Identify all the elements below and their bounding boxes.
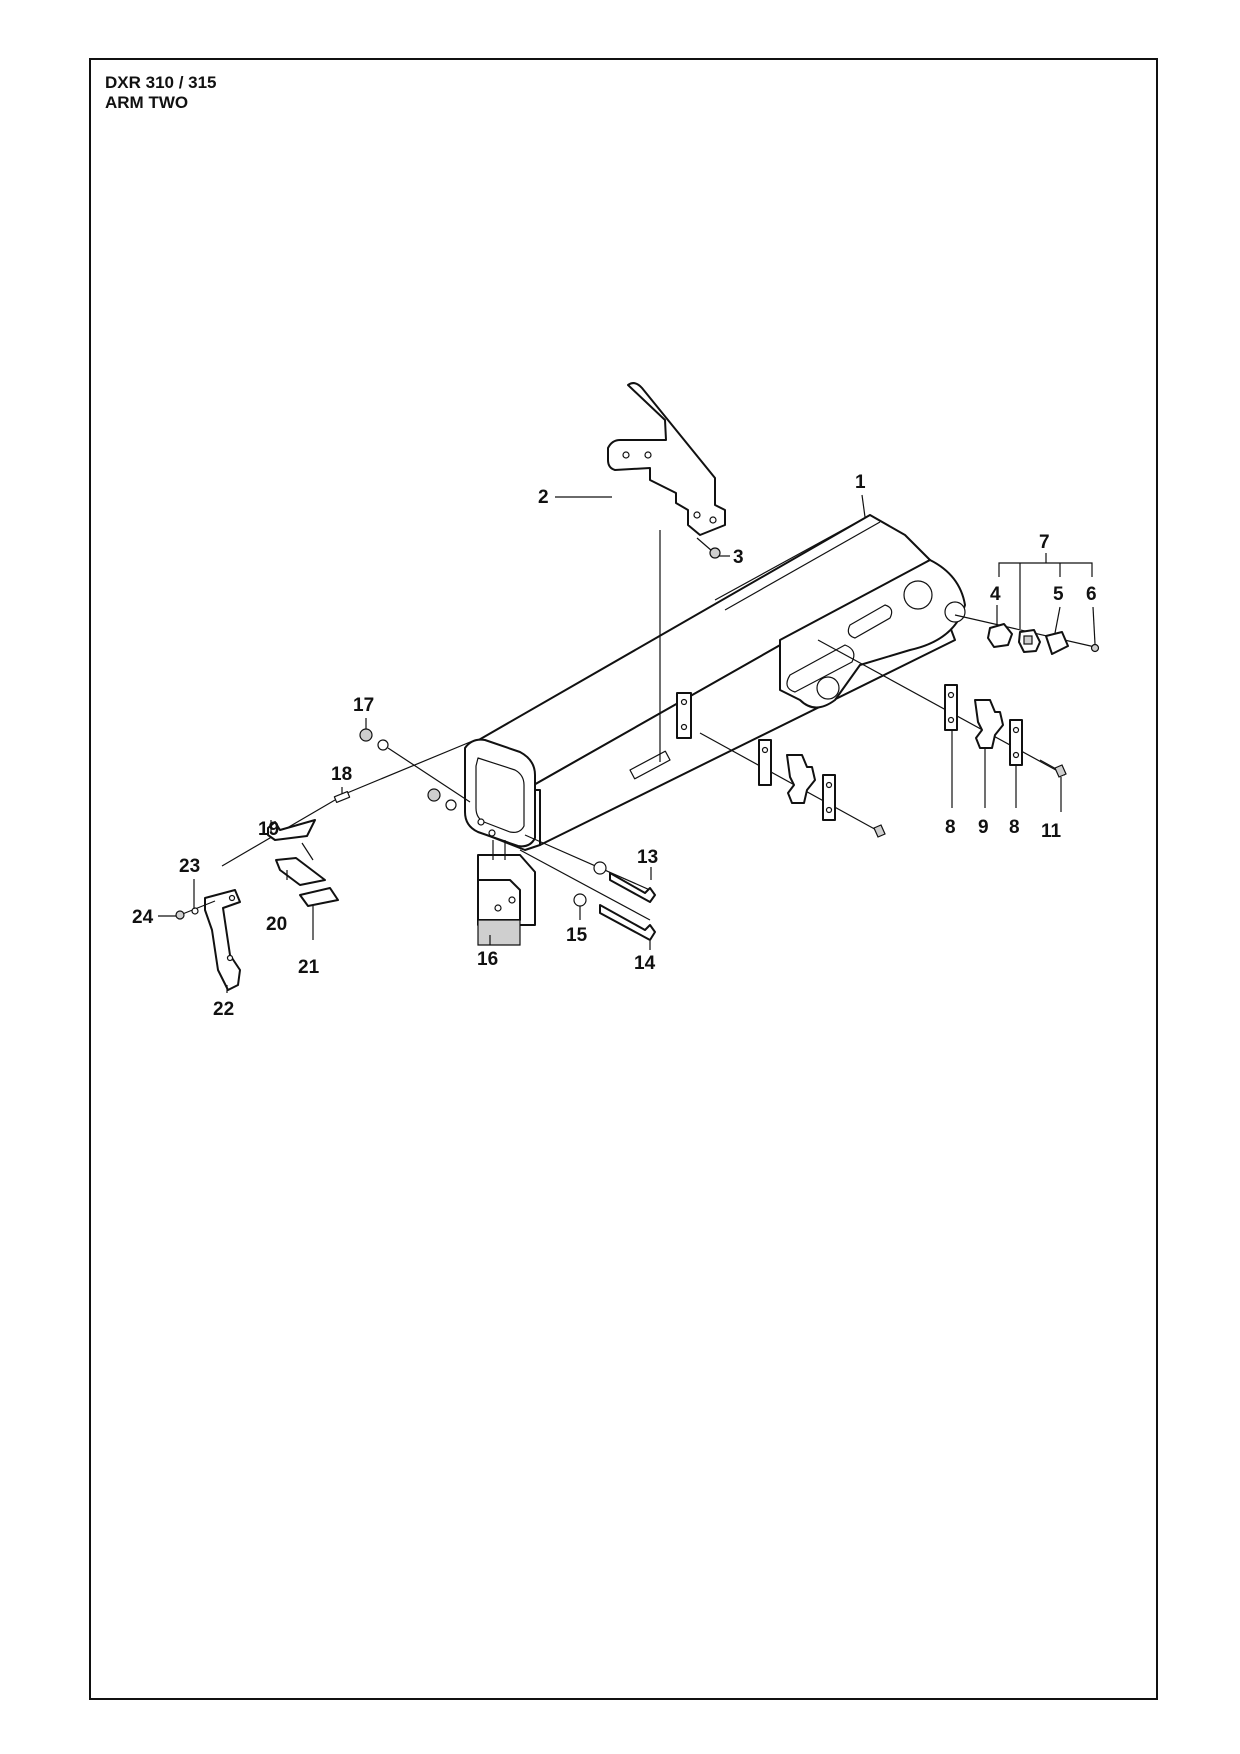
callout-3: 3 (733, 547, 744, 568)
nut-washer-part-17 (359, 728, 471, 811)
callout-22: 22 (213, 999, 234, 1020)
callout-2: 2 (538, 487, 549, 508)
clamp-assembly-middle (676, 692, 886, 838)
callout-16: 16 (477, 949, 498, 970)
guide-parts-19-21 (221, 799, 339, 907)
callout-23: 23 (179, 856, 200, 877)
callout-1: 1 (855, 472, 866, 493)
callout-6: 6 (1086, 584, 1097, 605)
section-label: ARM TWO (105, 93, 189, 112)
callout-11: 11 (1041, 821, 1062, 842)
callout-18: 18 (331, 764, 352, 785)
callout-7: 7 (1039, 532, 1050, 553)
page-frame (89, 58, 1158, 1700)
bolt-part-3 (696, 537, 721, 559)
callout-21: 21 (298, 957, 320, 978)
lower-bracket-parts-13-16 (477, 834, 656, 946)
callout-leaders (158, 494, 1096, 993)
callout-15: 15 (566, 925, 588, 946)
callout-5: 5 (1053, 584, 1064, 605)
callout-4: 4 (990, 584, 1001, 605)
callout-8-right: 8 (1009, 817, 1020, 838)
model-label: DXR 310 / 315 (105, 73, 217, 92)
callout-20: 20 (266, 914, 287, 935)
guard-part-22 (204, 889, 241, 991)
callout-17: 17 (353, 695, 374, 716)
callout-24: 24 (132, 907, 154, 928)
callout-14: 14 (634, 953, 656, 974)
washer-nut-parts-23-24 (175, 900, 216, 920)
clamp-assembly-right (817, 639, 1067, 778)
arm-body (464, 514, 966, 851)
callout-8-left: 8 (945, 817, 956, 838)
pin-part-18 (333, 739, 476, 804)
callout-13: 13 (637, 847, 658, 868)
callout-9: 9 (978, 817, 989, 838)
callout-labels: 1 2 3 4 5 6 7 8 9 8 11 13 14 15 16 17 18… (132, 472, 1097, 1020)
callout-19: 19 (258, 819, 279, 840)
page-title: DXR 310 / 315 ARM TWO (105, 73, 217, 113)
pin-assembly-parts-4-6 (954, 614, 1100, 655)
bracket-part-2 (607, 382, 726, 536)
